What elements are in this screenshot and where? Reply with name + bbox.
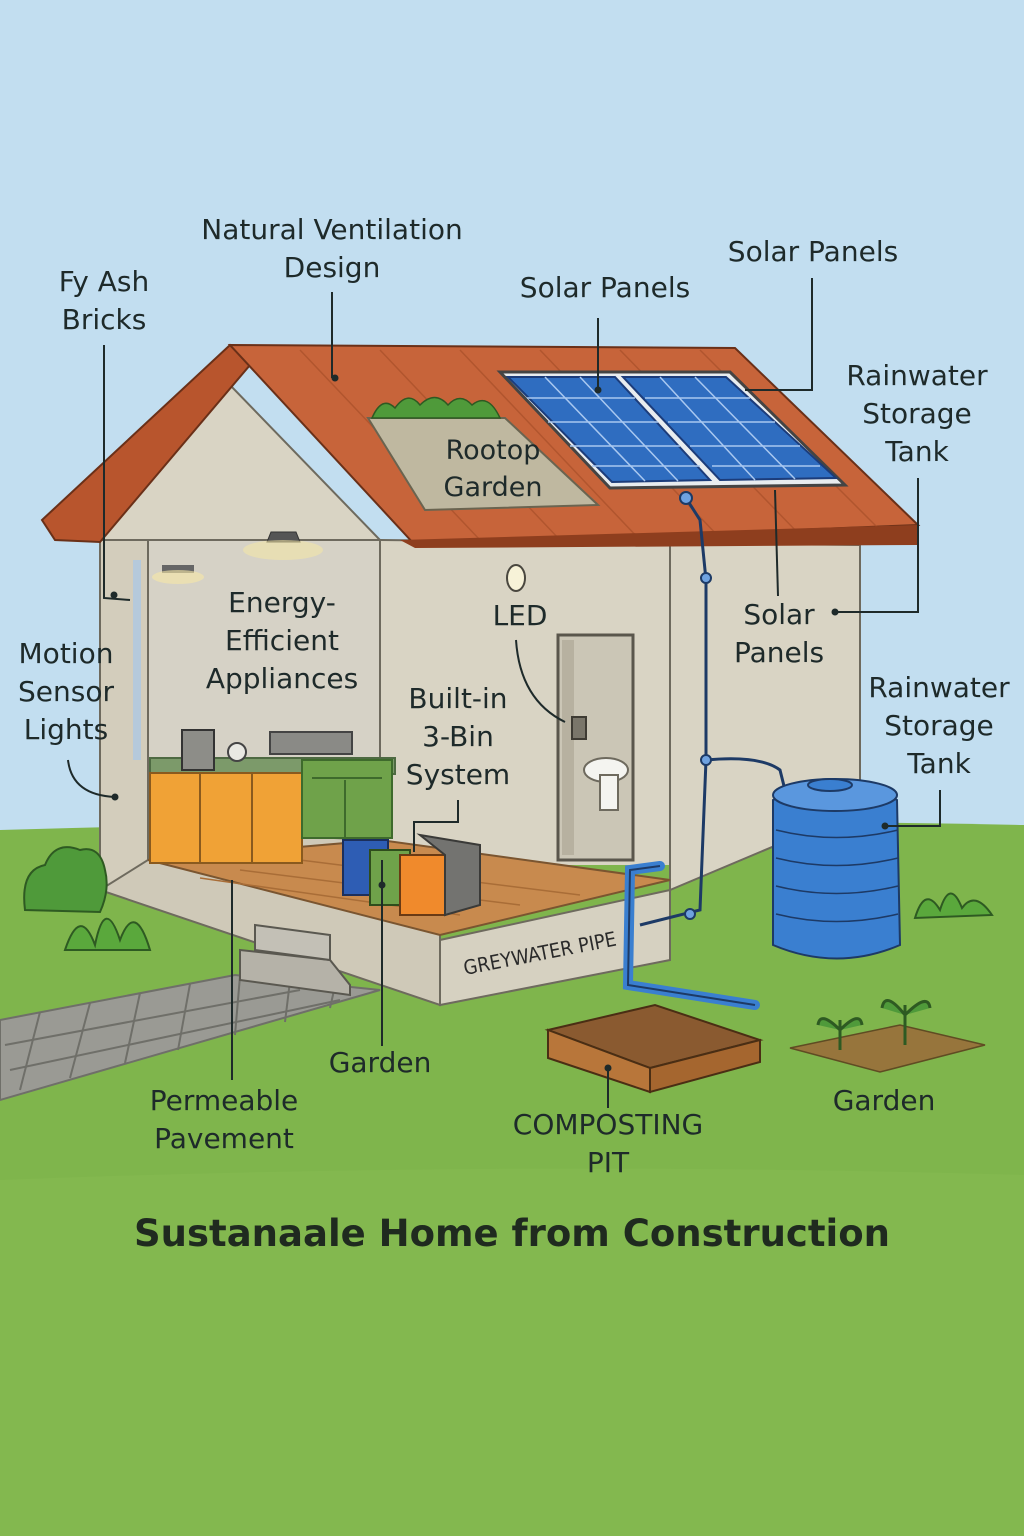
solar-panel-array — [496, 370, 849, 490]
roof-left — [40, 343, 252, 544]
stove — [269, 731, 353, 755]
label-permeable-pavement: Permeable Pavement — [149, 1084, 299, 1155]
foundation-front — [439, 888, 671, 1007]
switch-box — [571, 716, 587, 740]
label-composting-pit: COMPOSTING PIT — [512, 1108, 704, 1179]
cabinets-green — [301, 759, 393, 839]
diagram-title: Sustanaale Home from Construction — [134, 1212, 890, 1255]
front-steps — [239, 923, 351, 997]
three-bin-system — [342, 833, 481, 917]
permeable-pavement-path — [0, 973, 381, 1102]
rainwater-tank — [772, 778, 902, 960]
label-energy-efficient: Energy- Efficient Appliances — [205, 586, 359, 695]
appliance-box — [181, 729, 215, 771]
appliance-round — [227, 742, 247, 762]
label-led: LED — [492, 599, 548, 632]
label-solar-panels-wall: Solar Panels — [733, 598, 825, 669]
rooftop-garden — [366, 396, 601, 512]
label-garden-right: Garden — [832, 1084, 936, 1117]
label-garden-center: Garden — [328, 1046, 432, 1079]
label-built-in-bin: Built-in 3-Bin System — [405, 682, 511, 791]
label-rainwater-tank-lower: Rainwater Storage Tank — [868, 671, 1010, 780]
motion-sensor-light — [162, 565, 194, 573]
label-solar-panels-top: Solar Panels — [727, 235, 899, 268]
grass-light — [0, 1168, 1024, 1536]
bush-left — [23, 846, 108, 914]
label-rooftop-garden: Rootop Garden — [443, 435, 543, 503]
cabinets-orange — [149, 772, 303, 864]
label-fly-ash-bricks: Fy Ash Bricks — [58, 265, 150, 336]
bush-right — [913, 892, 994, 920]
bush-front — [63, 917, 152, 951]
garden-bed — [789, 999, 986, 1073]
label-solar-panels-roof: Solar Panels — [519, 271, 691, 304]
roof-edge — [400, 525, 918, 548]
led-bulb — [506, 564, 526, 592]
composting-pit — [544, 1003, 764, 1094]
label-motion-sensor: Motion Sensor Lights — [18, 637, 114, 746]
label-natural-ventilation: Natural Ventilation Design — [201, 213, 463, 284]
label-rainwater-tank-upper: Rainwater Storage Tank — [846, 359, 988, 468]
leader-lines — [67, 278, 941, 1108]
